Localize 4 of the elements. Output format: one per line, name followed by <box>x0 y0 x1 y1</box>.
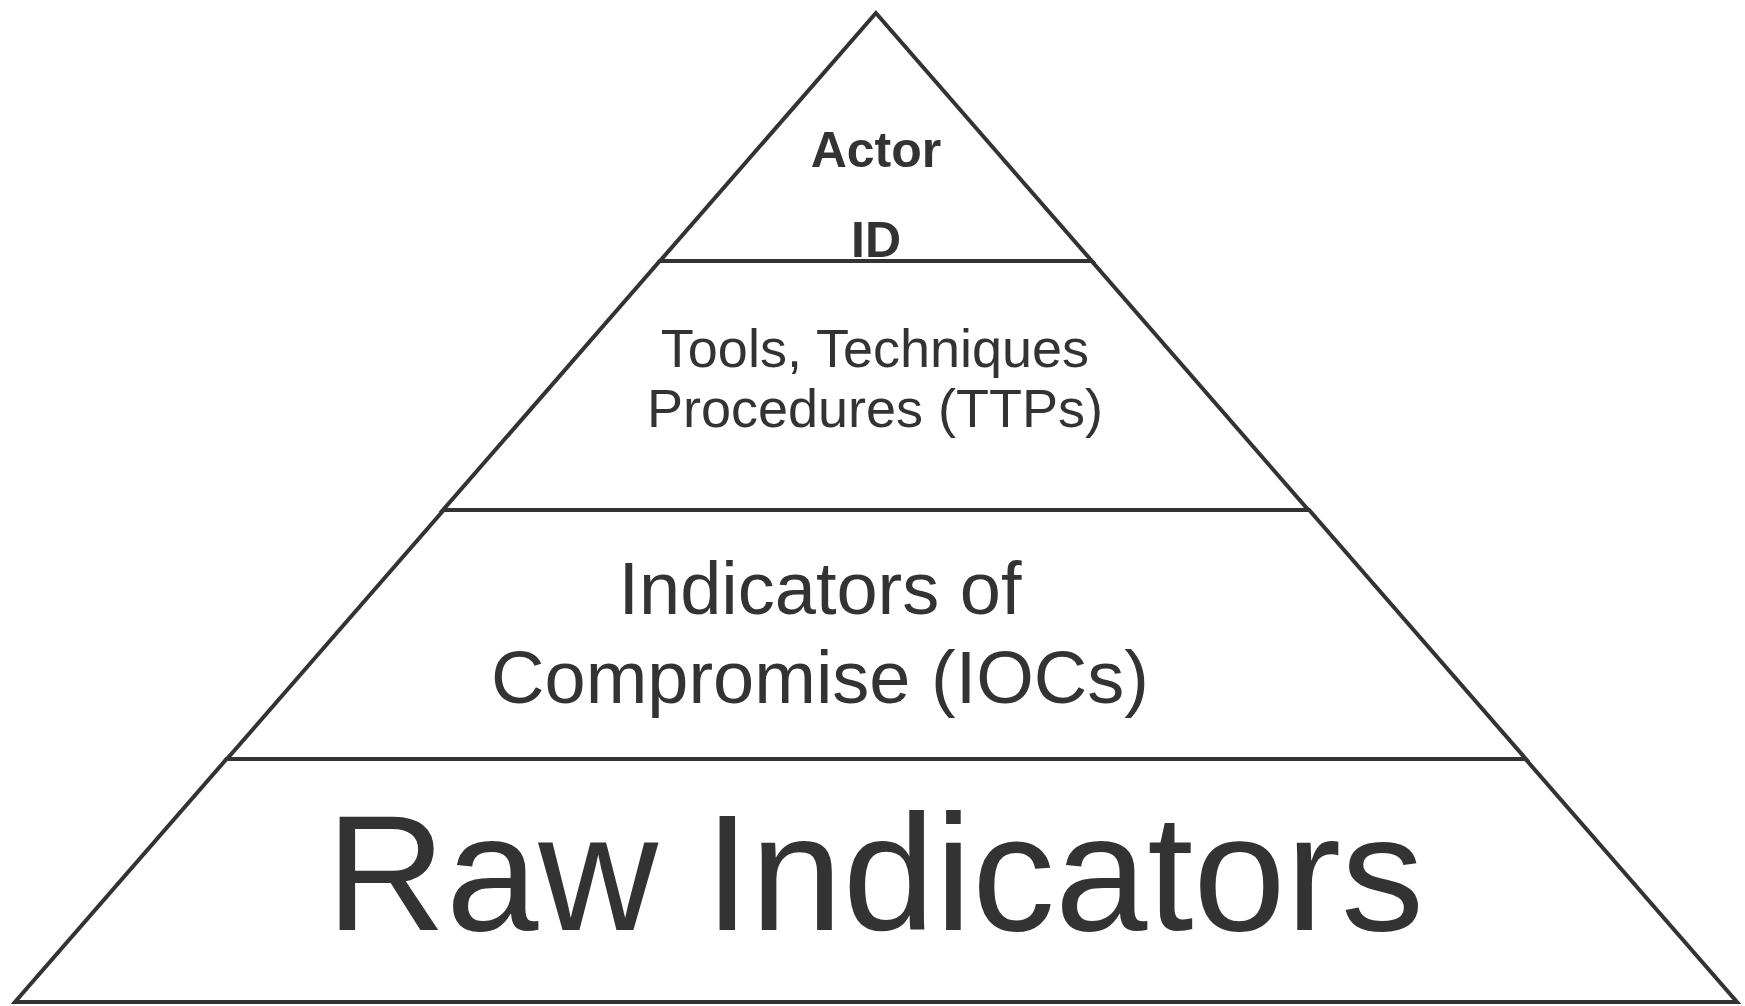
band-label: Tools, Techniques Procedures (TTPs) <box>645 318 1105 439</box>
band-label: Actor ID <box>809 121 943 270</box>
band-label: Raw Indicators <box>325 790 1425 956</box>
band-label: Indicators of Compromise (IOCs) <box>490 546 1150 721</box>
